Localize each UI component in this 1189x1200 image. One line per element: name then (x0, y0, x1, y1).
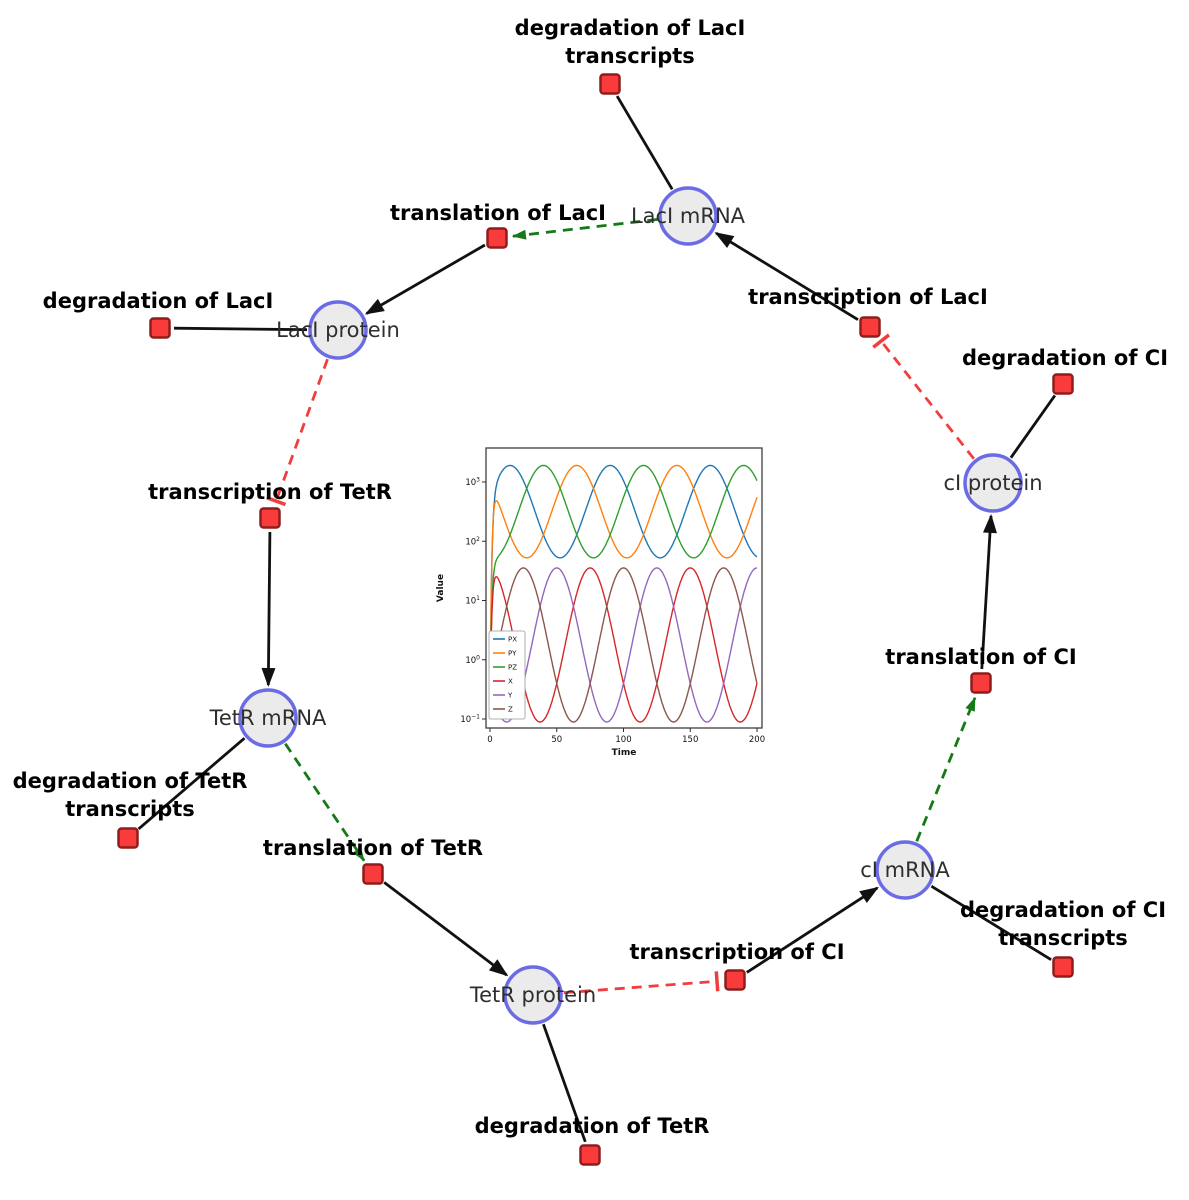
edge-modifier-ci-mrna-to-translation-ci (915, 696, 977, 842)
edge-product-transcription-laci-to-laci-mrna (714, 232, 859, 321)
legend-label-Y: Y (507, 692, 513, 700)
x-axis-label: Time (612, 748, 637, 758)
reaction-node-deg-laci-tx (599, 73, 621, 95)
reaction-label-translation-ci: translation of CI (885, 645, 1076, 669)
species-node-ci-mrna (875, 840, 935, 900)
y-tick-label-1e1: 101 (465, 595, 480, 607)
x-tick-label-200: 200 (749, 735, 765, 745)
reaction-label-translation-laci: translation of LacI (390, 201, 606, 225)
reaction-node-deg-ci-tx (1052, 956, 1074, 978)
species-label-tetr-mrna: TetR mRNA (209, 706, 327, 730)
species-node-laci-mrna (658, 186, 718, 246)
legend-label-X: X (508, 678, 513, 686)
edge-reactant-ci-protein-to-deg-ci (1009, 394, 1057, 459)
edge-inhibition-laci-protein-to-transcription-tetr (266, 358, 329, 507)
edge-reactant-tetr-protein-to-deg-tetr (542, 1023, 587, 1143)
series-line-PZ (489, 464, 758, 720)
reaction-node-translation-tetr (362, 863, 384, 885)
edge-product-transcription-tetr-to-tetr-mrna (261, 531, 276, 687)
edges-layer (137, 95, 1057, 1143)
y-tick-label-1e3: 103 (465, 477, 480, 489)
reaction-node-translation-laci (486, 227, 508, 249)
reaction-label-deg-ci: degradation of CI (962, 346, 1168, 370)
edge-product-translation-tetr-to-tetr-protein (383, 881, 509, 977)
species-node-tetr-mrna (238, 688, 298, 748)
species-node-laci-protein (308, 300, 368, 360)
reaction-node-deg-tetr (579, 1144, 601, 1166)
edge-product-translation-laci-to-laci-protein (364, 243, 486, 315)
reaction-node-deg-ci (1052, 373, 1074, 395)
reaction-node-deg-laci (149, 317, 171, 339)
reaction-node-deg-tetr-tx (117, 827, 139, 849)
series-line-PY (489, 464, 758, 720)
species-label-tetr-protein: TetR protein (469, 983, 596, 1007)
edge-product-translation-ci-to-ci-protein (980, 513, 997, 670)
x-tick-label-50: 50 (551, 735, 562, 745)
series-line-Y (489, 567, 758, 723)
legend-label-Z: Z (508, 706, 513, 714)
edge-reactant-laci-protein-to-deg-laci (173, 326, 308, 332)
reaction-label-transcription-laci: transcription of LacI (748, 285, 988, 309)
reaction-node-transcription-tetr (259, 507, 281, 529)
legend-box (488, 630, 526, 720)
reaction-label-translation-tetr: translation of TetR (263, 836, 483, 860)
y-tick-label-1e2: 102 (465, 536, 480, 548)
x-tick-label-100: 100 (615, 735, 631, 745)
edge-inhibition-ci-protein-to-transcription-laci (872, 333, 975, 460)
species-label-ci-mrna: cI mRNA (860, 858, 950, 882)
species-node-tetr-protein (503, 965, 563, 1025)
series-line-Z (489, 567, 758, 723)
edge-reactant-ci-mrna-to-deg-ci-tx (930, 885, 1052, 961)
species-label-laci-protein: LacI protein (276, 318, 400, 342)
legend-label-PY: PY (508, 650, 517, 658)
y-tick-label-1e-1: 10−1 (460, 714, 480, 726)
edge-modifier-tetr-mrna-to-translation-tetr (284, 742, 366, 862)
legend-label-PX: PX (508, 636, 517, 644)
x-tick-label-0: 0 (487, 735, 492, 745)
reaction-node-transcription-laci (859, 316, 881, 338)
species-node-ci-protein (963, 453, 1023, 513)
species-label-ci-protein: cI protein (943, 471, 1042, 495)
reaction-label-transcription-tetr: transcription of TetR (148, 480, 392, 504)
nodes-layer (117, 73, 1074, 1166)
legend-label-PZ: PZ (508, 664, 517, 672)
y-tick-label-1e0: 100 (465, 654, 480, 666)
species-label-laci-mrna: LacI mRNA (631, 204, 746, 228)
edge-product-transcription-ci-to-ci-mrna (746, 886, 879, 974)
reaction-label-transcription-ci: transcription of CI (629, 940, 844, 964)
edge-reactant-laci-mrna-to-deg-laci-tx (615, 95, 674, 191)
reaction-label-deg-tetr: degradation of TetR (475, 1114, 710, 1138)
reaction-label-deg-laci: degradation of LacI (43, 289, 274, 313)
edge-inhibition-tetr-protein-to-transcription-ci (563, 971, 720, 995)
reaction-node-translation-ci (970, 672, 992, 694)
y-axis-label: Value (436, 574, 446, 602)
edge-reactant-tetr-mrna-to-deg-tetr-tx (137, 737, 246, 830)
series-line-PX (489, 464, 758, 720)
x-tick-label-150: 150 (682, 735, 698, 745)
reaction-node-transcription-ci (724, 969, 746, 991)
edge-modifier-laci-mrna-to-translation-laci (511, 218, 658, 240)
